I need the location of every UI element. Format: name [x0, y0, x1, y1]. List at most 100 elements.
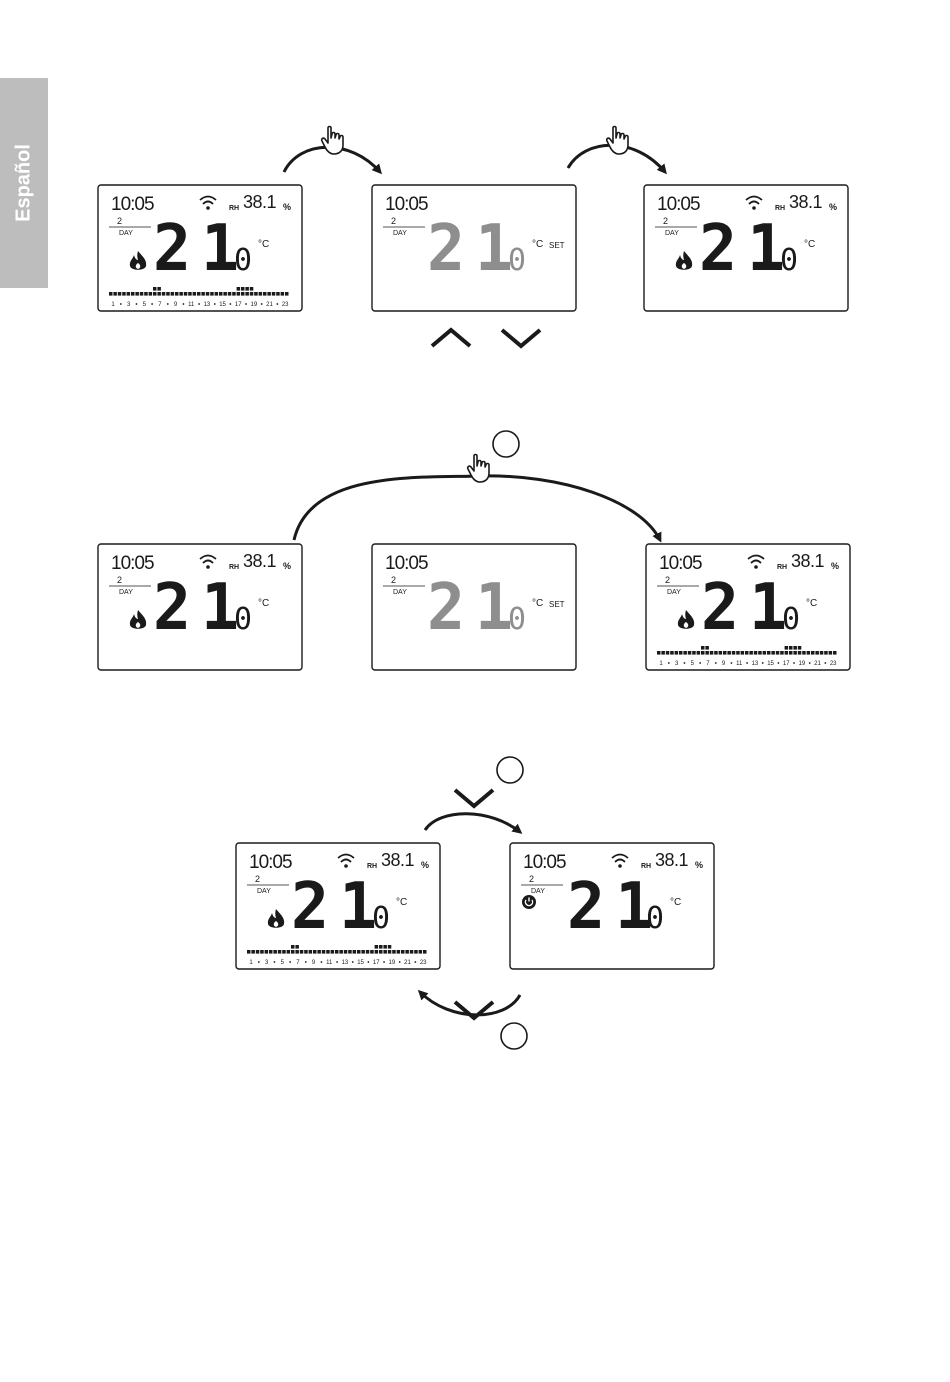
temperature-decimal: 0: [508, 602, 526, 637]
hour-tick-label: 1: [111, 302, 115, 308]
program-bar-segment: [295, 945, 299, 949]
program-bar-segment: [273, 950, 277, 954]
arrow-row3-bottom: [417, 989, 522, 1017]
program-bar-segment: [304, 950, 308, 954]
program-bar-segment: [255, 950, 260, 954]
time-readout: 10:05: [659, 553, 702, 574]
temperature-unit: °C: [532, 239, 543, 250]
program-bar-segment: [157, 292, 161, 296]
program-bar-segment: [687, 651, 692, 655]
program-bar-segment: [705, 646, 709, 650]
day-number: 2: [529, 874, 534, 884]
program-bar-segment: [775, 651, 780, 655]
step-circle: [500, 1022, 528, 1050]
hour-tick-label: 15: [767, 661, 774, 667]
rh-label: RH: [367, 863, 377, 870]
day-label: DAY: [119, 230, 133, 237]
program-bar-segment: [657, 651, 661, 655]
program-bar-segment: [806, 651, 811, 655]
wifi-icon: [337, 853, 355, 868]
hour-tick-label: 17: [235, 302, 242, 308]
program-bar-segment: [718, 651, 723, 655]
program-bar-segment: [414, 950, 418, 954]
program-bar-segment: [113, 292, 117, 296]
day-number: 2: [255, 874, 260, 884]
temperature-value: 21: [701, 571, 797, 645]
hour-tick-label: 21: [404, 960, 411, 966]
hour-tick-label: 15: [219, 302, 226, 308]
program-bar-segment: [705, 651, 709, 655]
program-bar-segment: [401, 950, 405, 954]
humidity-value: 38.1: [789, 192, 823, 212]
temperature-value: 21: [153, 212, 249, 286]
program-bar-segment: [236, 292, 241, 296]
program-bar-segment: [383, 945, 387, 949]
hour-tick-label: 5: [691, 661, 695, 667]
program-bar-segment: [357, 950, 361, 954]
program-bar-segment: [183, 292, 188, 296]
hour-dot: [793, 662, 795, 664]
program-bar-segment: [291, 950, 295, 954]
hour-dot: [229, 303, 232, 305]
program-bar-segment: [679, 651, 683, 655]
program-bar-segment: [828, 651, 833, 655]
temperature-value: 21: [427, 212, 523, 286]
lcd-frame: [97, 543, 303, 671]
hour-dot: [260, 303, 263, 305]
program-bar-chart: [247, 945, 427, 954]
hour-tick-label: 23: [830, 661, 837, 667]
lcd-frame: [235, 842, 441, 970]
hand-icon: [605, 125, 629, 155]
program-bar-segment: [282, 950, 286, 954]
program-bar-segment: [418, 950, 423, 954]
hour-tick-label: 9: [722, 661, 726, 667]
program-bar-segment: [811, 651, 815, 655]
hour-dot: [273, 961, 276, 963]
program-bar-segment: [701, 651, 705, 655]
program-bar-segment: [793, 651, 797, 655]
wifi-icon: [747, 554, 765, 569]
humidity-unit: %: [283, 202, 291, 212]
program-bar-segment: [260, 950, 264, 954]
program-bar-segment: [780, 651, 784, 655]
temperature-unit: °C: [258, 239, 269, 250]
hour-tick-label: 3: [127, 302, 131, 308]
program-bar-segment: [343, 950, 348, 954]
temperature-value: 21: [427, 571, 523, 645]
program-bar-segment: [771, 651, 775, 655]
program-bar-segment: [126, 292, 131, 296]
program-bar-segment: [330, 950, 335, 954]
lcd-frame: [645, 543, 851, 671]
hour-tick-label: 15: [357, 960, 364, 966]
hour-dot: [383, 961, 385, 963]
hour-tick-label: 5: [143, 302, 147, 308]
arrow-row2: [292, 474, 662, 543]
wifi-icon: [199, 195, 217, 210]
hour-tick-label: 5: [281, 960, 285, 966]
program-bar-segment: [683, 651, 687, 655]
lcd-frame: [643, 184, 849, 312]
day-number: 2: [117, 575, 122, 585]
hour-dot: [119, 303, 122, 305]
humidity-value: 38.1: [791, 551, 825, 571]
program-bar-segment: [295, 950, 299, 954]
humidity-value: 38.1: [655, 850, 689, 870]
program-bar-segment: [374, 950, 379, 954]
step-circle: [496, 756, 524, 784]
program-bar-segment: [117, 292, 122, 296]
program-bar-segment: [285, 292, 289, 296]
hour-dot: [808, 662, 811, 664]
hour-dot: [320, 961, 323, 963]
hour-dot: [746, 662, 748, 664]
hour-tick-label: 13: [752, 661, 759, 667]
program-bar-segment: [352, 950, 357, 954]
program-bar-segment: [179, 292, 183, 296]
program-bar-segment: [423, 950, 427, 954]
program-bar-chart: [109, 287, 289, 296]
program-bar-segment: [232, 292, 236, 296]
